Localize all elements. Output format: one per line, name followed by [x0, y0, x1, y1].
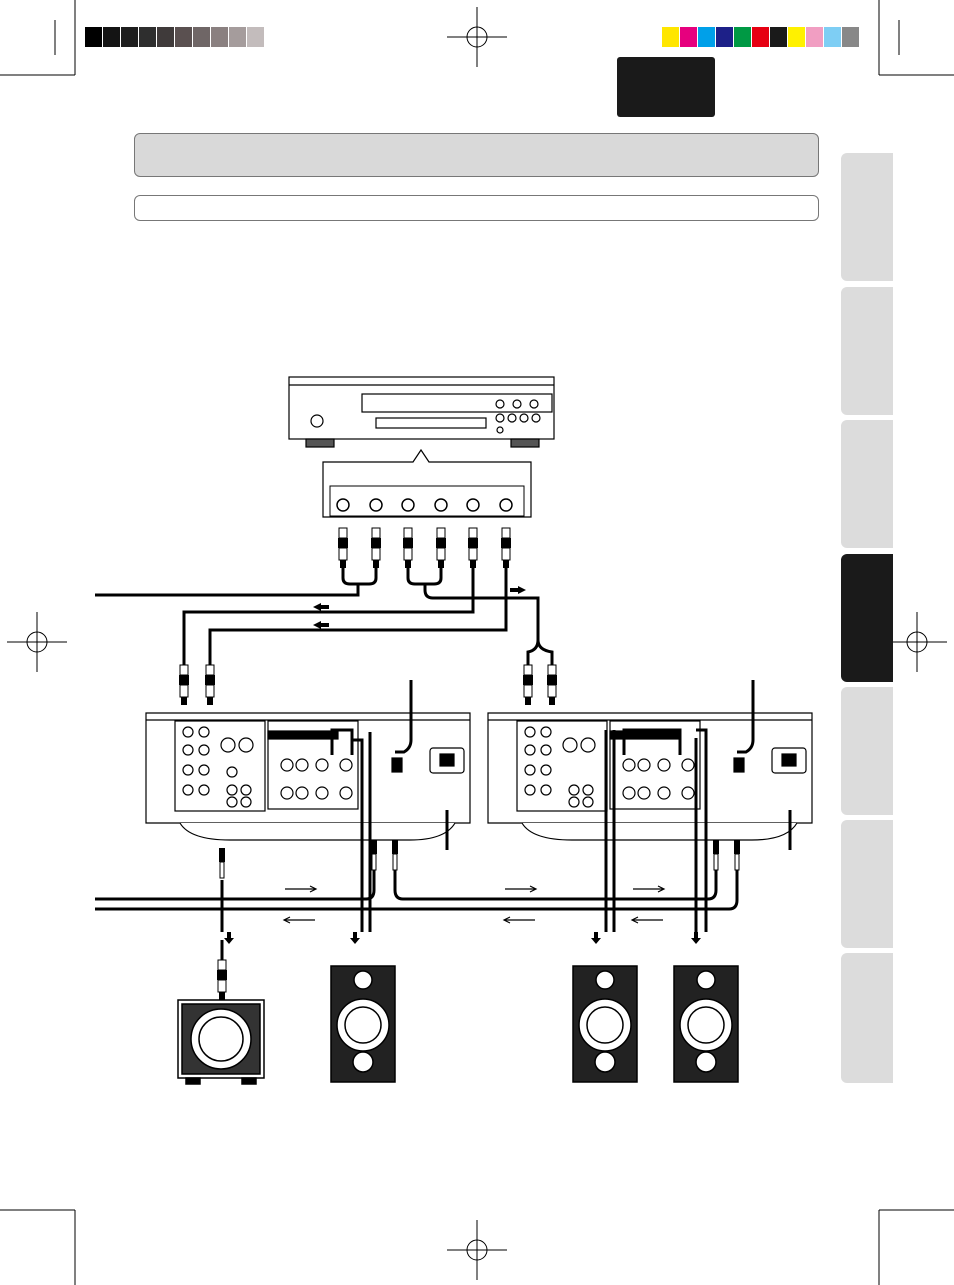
amplifier-left — [145, 712, 471, 841]
subwoofer — [177, 999, 265, 1085]
gray-swatch — [85, 27, 103, 47]
color-swatch — [698, 27, 716, 47]
gray-swatch — [157, 27, 175, 47]
gray-swatch — [139, 27, 157, 47]
side-tab-6[interactable] — [841, 820, 893, 948]
color-swatch — [770, 27, 788, 47]
section-title-band — [134, 133, 819, 177]
gray-swatch — [193, 27, 211, 47]
section-subtitle-band — [134, 195, 819, 221]
side-tab-3[interactable] — [841, 420, 893, 548]
color-swatch — [680, 27, 698, 47]
gray-swatch — [121, 27, 139, 47]
color-swatch — [662, 27, 680, 47]
language-label-box — [617, 57, 715, 117]
gray-swatch — [175, 27, 193, 47]
gray-swatch — [247, 27, 265, 47]
gray-swatch — [103, 27, 121, 47]
color-swatch — [788, 27, 806, 47]
gray-swatch — [211, 27, 229, 47]
side-tab-7[interactable] — [841, 953, 893, 1083]
color-swatch — [806, 27, 824, 47]
color-swatch — [734, 27, 752, 47]
cd-player — [288, 376, 555, 448]
color-calibration-bar — [662, 27, 860, 47]
side-tab-2[interactable] — [841, 287, 893, 415]
speaker-1 — [330, 965, 396, 1083]
gray-calibration-bar — [85, 27, 283, 47]
speaker-2 — [572, 965, 638, 1083]
color-swatch — [716, 27, 734, 47]
side-tab-4-active[interactable] — [841, 554, 893, 682]
amplifier-right — [487, 712, 813, 841]
side-tab-1[interactable] — [841, 153, 893, 281]
speaker-3 — [673, 965, 739, 1083]
side-tab-5[interactable] — [841, 687, 893, 815]
color-swatch — [842, 27, 860, 47]
color-swatch — [824, 27, 842, 47]
color-swatch — [752, 27, 770, 47]
gray-swatch — [229, 27, 247, 47]
gray-swatch — [265, 27, 283, 47]
